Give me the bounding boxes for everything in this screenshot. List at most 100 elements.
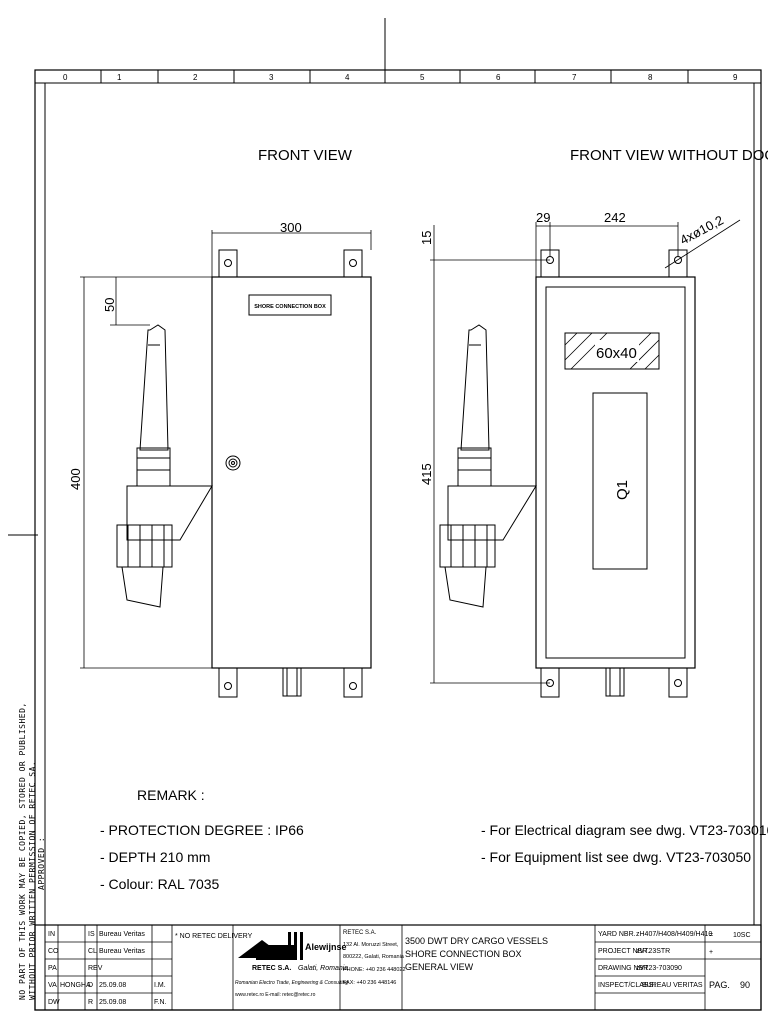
cable-gland: [605, 667, 625, 697]
company-logo: Alewijnse RETEC S.A. Galati, Romania Rom…: [235, 932, 348, 998]
dim-top: 50: [102, 298, 117, 312]
tb-code: IN: [48, 931, 55, 938]
dim-offset: 29: [536, 210, 550, 225]
copyright-line-1: NO PART OF THIS WORK MAY BE COPIED, STOR…: [18, 702, 27, 1000]
window-hatch: [564, 332, 660, 370]
tb-value: Bureau Veritas: [99, 948, 145, 955]
address-line: FAX: +40 236 448146: [343, 980, 396, 986]
tb-code: CO: [48, 948, 59, 955]
no-door-view-title: FRONT VIEW WITHOUT DOOR: [570, 147, 768, 164]
front-enclosure: [211, 276, 372, 669]
shore-socket: [116, 324, 213, 608]
approved-label: APPROVED :: [37, 837, 46, 890]
grid-dividers: [100, 70, 689, 83]
grid-number: 1: [117, 73, 122, 82]
door-lock: [225, 455, 241, 471]
info-key: PROJECT NBR.: [598, 948, 649, 955]
cable-gland: [282, 667, 302, 697]
info-value: BUREAU VERITAS: [642, 982, 703, 989]
remarks: REMARK : - PROTECTION DEGREE : IP66 - DE…: [100, 787, 768, 892]
no-door-enclosure: [535, 276, 696, 669]
grid-numbers: 0 1 2 3 4 5 6 7 8 9: [63, 73, 738, 82]
logo-company: RETEC S.A.: [252, 965, 291, 972]
dim-holes: 4xø10,2: [677, 212, 726, 247]
logo-tagline: Romanian Electro Trade, Engineering & Co…: [235, 980, 348, 986]
label-plate-text: SHORE CONNECTION BOX: [254, 304, 326, 310]
info-key: DRAWING NBR.: [598, 965, 650, 972]
info-key: YARD NBR.: [598, 931, 636, 938]
side-copyright-note: NO PART OF THIS WORK MAY BE COPIED, STOR…: [18, 702, 46, 1000]
tb-value: Bureau Veritas: [99, 931, 145, 938]
tb-key: CL: [88, 948, 97, 955]
mounting-lug: [540, 668, 560, 698]
no-door-dimensions: [430, 219, 741, 684]
drawing-title-line: 3500 DWT DRY CARGO VESSELS: [405, 936, 548, 946]
info-key: INSPECT/CLASS:: [598, 982, 655, 989]
grid-number: 0: [63, 73, 68, 82]
tb-value: 25.09.08: [99, 999, 126, 1006]
address-line: PHONE: +40 236 448022: [343, 967, 406, 973]
logo-brand: Alewijnse: [305, 942, 347, 952]
front-view-title: FRONT VIEW: [258, 147, 353, 164]
shore-socket: [439, 324, 537, 608]
tb-key: IS: [88, 931, 95, 938]
grid-number: 7: [572, 73, 577, 82]
address-line: 800222, Galati, Romania: [343, 954, 405, 960]
dim-width: 300: [280, 220, 302, 235]
info-value: zH407/H408/H409/H410: [636, 931, 712, 938]
sheet-eq: =: [709, 932, 713, 939]
grid-number: 2: [193, 73, 198, 82]
tb-key: R: [88, 999, 93, 1006]
tb-sign: F.N.: [154, 999, 167, 1006]
remark-reference: - For Electrical diagram see dwg. VT23-7…: [481, 822, 768, 838]
grid-number: 4: [345, 73, 350, 82]
dim-spacing: 242: [604, 210, 626, 225]
remark-heading: REMARK :: [137, 787, 205, 803]
info-value: zVT23-703090: [636, 965, 682, 972]
mounting-lug: [218, 249, 238, 277]
breaker-label: Q1: [614, 480, 631, 500]
tb-code: DW: [48, 999, 60, 1006]
mounting-lug: [668, 668, 688, 698]
remark-item: - Colour: RAL 7035: [100, 876, 220, 892]
address-line: 132 Al. Moruzzi Street,: [343, 942, 399, 948]
grid-number: 6: [496, 73, 501, 82]
logo-city: Galati, Romania: [298, 965, 348, 972]
page-number: 90: [740, 980, 750, 990]
remark-reference: - For Equipment list see dwg. VT23-70305…: [481, 849, 751, 865]
mounting-lug: [343, 668, 363, 698]
logo-web: www.retec.ro E-mail: retec@retec.ro: [235, 992, 316, 998]
sheet-code: 10SC: [733, 932, 751, 939]
grid-number: 8: [648, 73, 653, 82]
plus-sign: +: [709, 949, 713, 956]
info-value: zVT23STR: [636, 948, 670, 955]
dim-top: 15: [419, 231, 434, 245]
title-block: IN IS Bureau Veritas CO CL Bureau Verita…: [34, 924, 762, 1011]
viewing-window: [564, 332, 660, 370]
front-dimensions: [80, 230, 372, 669]
page-label: PAG.: [709, 980, 730, 990]
mounting-plate: [545, 286, 686, 659]
address-line: RETEC S.A.: [343, 930, 377, 936]
tb-key: REV: [88, 965, 103, 972]
tb-delivery-note: * NO RETEC DELIVERY: [175, 933, 253, 940]
remark-item: - DEPTH 210 mm: [100, 849, 210, 865]
remark-item: - PROTECTION DEGREE : IP66: [100, 822, 304, 838]
tb-sign: I.M.: [154, 982, 166, 989]
tb-code: VA: [48, 982, 57, 989]
breaker-q1: [592, 392, 648, 570]
drawing-title-line: GENERAL VIEW: [405, 962, 474, 972]
grid-number: 3: [269, 73, 274, 82]
tb-name: HONGHA: [60, 982, 91, 989]
grid-number: 9: [733, 73, 738, 82]
tb-key: D: [88, 982, 93, 989]
copyright-line-2: WITHOUT PRIOR WRITTEN PERMISSION OF RETE…: [28, 761, 37, 1000]
tb-value: 25.09.08: [99, 982, 126, 989]
dim-height: 415: [419, 463, 434, 485]
mounting-lug: [343, 249, 363, 277]
tb-code: PA: [48, 965, 57, 972]
drawing-title-line: SHORE CONNECTION BOX: [405, 949, 522, 959]
dim-height: 400: [68, 468, 83, 490]
mounting-lug: [218, 668, 238, 698]
